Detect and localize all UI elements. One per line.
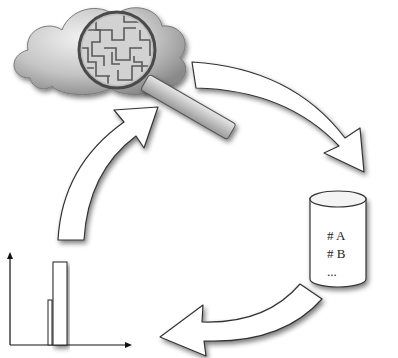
cycle-arrow — [160, 284, 322, 356]
bar-chart — [7, 252, 132, 348]
record-label: # B — [327, 246, 345, 261]
database-node: # A # B... — [309, 190, 367, 288]
record-label: ... — [327, 264, 337, 279]
maze-pattern — [82, 14, 150, 88]
cycle-arrow — [192, 62, 364, 172]
record-label: # A — [327, 228, 345, 243]
cycle-arrow — [58, 107, 158, 240]
magnifier-lens — [79, 12, 155, 88]
